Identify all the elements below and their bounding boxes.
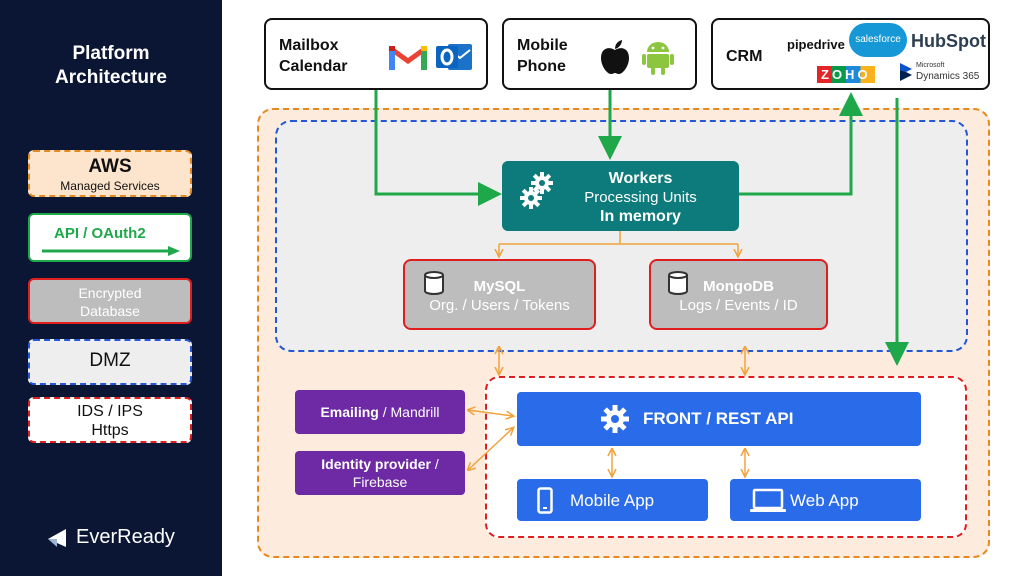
brand: EverReady [46,526,175,549]
laptop-icon [750,488,786,512]
mailbox-calendar-label: Mailbox Calendar [279,37,348,75]
crm-label: CRM [726,48,763,65]
gmail-icon [388,45,428,70]
dynamics-small-label: Microsoft [916,62,945,69]
crm-box: CRM pipedrive salesforce HubSpot ZOHO Mi… [711,18,990,90]
zoho-logo: ZOHO [817,66,875,83]
legend-api-arrow [42,246,180,256]
emailing-mandrill-box: Emailing / Mandrill [295,390,465,434]
mobile-app-box: Mobile App [517,479,708,521]
legend-aws: AWS Managed Services [28,150,192,197]
android-icon [642,42,674,75]
database-icon [424,271,444,295]
database-icon [668,271,688,295]
mobile-phone-label: Mobile Phone [517,37,568,75]
identity-label: Identity provider [321,456,431,472]
mysql-title: MySQL [473,278,526,295]
outlook-icon [436,44,472,70]
front-rest-api-label: FRONT / REST API [643,409,794,428]
mongodb-title: MongoDB [703,278,774,295]
salesforce-logo: salesforce [849,23,907,57]
dmz-zone [275,120,968,352]
brand-name: EverReady [76,526,175,548]
mailbox-calendar-box: Mailbox Calendar [264,18,488,90]
gear-icon [601,405,629,433]
web-app-box: Web App [730,479,921,521]
workers-memory: In memory [600,208,681,225]
emailing-label: Emailing [320,404,379,420]
dynamics-label: Dynamics 365 [916,71,980,82]
gear-icon [520,172,553,209]
legend-aws-subtitle: Managed Services [60,179,160,193]
mandrill-label: / Mandrill [378,404,440,420]
legend-ids-ips: IDS / IPS Https [28,397,192,443]
legend-api-label: API / OAuth2 [54,225,146,242]
legend-dmz: DMZ [28,339,192,385]
mongodb-subtitle: Logs / Events / ID [679,297,798,314]
legend-encrypted-db: Encrypted Database [28,278,192,324]
pipedrive-logo: pipedrive [787,37,845,52]
mongodb-box: MongoDB Logs / Events / ID [649,259,828,330]
workers-box: Workers Processing Units In memory [502,161,739,231]
mysql-subtitle: Org. / Users / Tokens [429,297,570,314]
web-app-label: Web App [790,491,859,510]
mysql-box: MySQL Org. / Users / Tokens [403,259,596,330]
workers-title: Workers [608,170,673,187]
firebase-label: / Firebase [352,456,439,490]
dynamics-icon [900,63,912,81]
hubspot-logo: HubSpot [911,31,986,51]
page-title: Platform Architecture [55,43,167,88]
workers-subtitle: Processing Units [584,189,697,206]
phone-icon [537,487,553,514]
sidebar: Platform Architecture AWS Managed Servic… [0,0,222,576]
mobile-app-label: Mobile App [570,491,655,510]
legend-api: API / OAuth2 [28,213,192,262]
everready-logo-icon [48,528,66,547]
legend-aws-title: AWS [88,156,132,177]
front-rest-api-box: FRONT / REST API [517,392,921,446]
mobile-phone-box: Mobile Phone [502,18,697,90]
identity-provider-box: Identity provider / Firebase [295,451,465,495]
apple-icon [601,40,629,74]
